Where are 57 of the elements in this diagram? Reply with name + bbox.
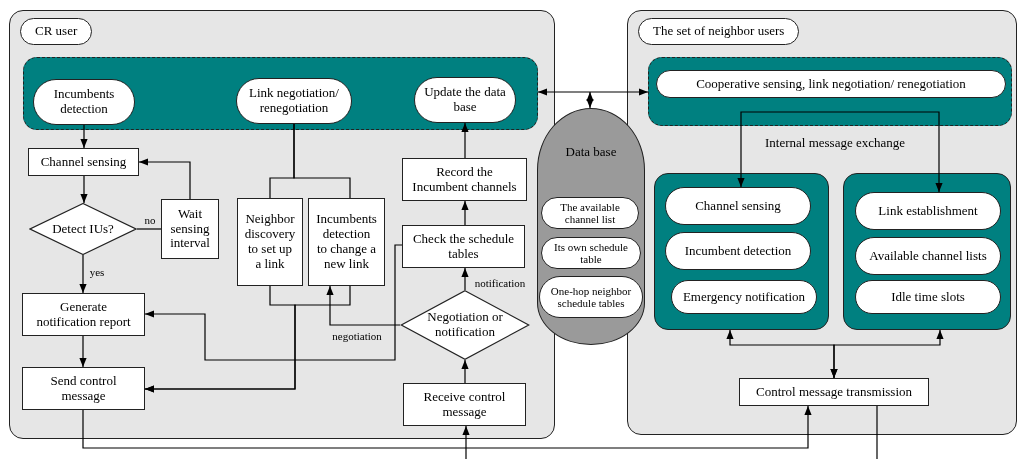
connector-line <box>136 228 162 230</box>
dashed-band <box>648 57 1012 126</box>
terminal-pill: Available channel lists <box>855 237 1001 275</box>
arrow <box>79 254 87 294</box>
note-text: Internal message exchange <box>765 135 905 151</box>
arrow <box>144 244 403 361</box>
arrow <box>79 335 87 368</box>
process-box: Channel sensing <box>28 148 139 176</box>
edge-label: notification <box>473 277 527 289</box>
terminal-pill: Link establishment <box>855 192 1001 230</box>
process-box: Receive control message <box>403 383 526 426</box>
arrow <box>537 88 649 96</box>
arrow <box>586 91 594 109</box>
arrow <box>326 285 401 326</box>
arrow <box>462 425 470 459</box>
record-pill: The available channel list <box>541 197 639 229</box>
process-box: Generate notification report <box>22 293 145 336</box>
terminal-pill: Update the data base <box>414 77 516 123</box>
terminal-pill: Incumbent detection <box>665 232 811 270</box>
process-box: Record the Incumbent channels <box>402 158 527 201</box>
terminal-pill: Link negotiation/ renegotiation <box>236 78 352 124</box>
process-box: Send control message <box>22 367 145 410</box>
connector-line <box>293 123 351 199</box>
arrow <box>461 267 469 291</box>
arrow <box>845 111 943 193</box>
dashed-band <box>23 57 538 130</box>
process-box: Neighbor discovery to set up a link <box>237 198 303 286</box>
process-box: Incumbents detection to change a new link <box>308 198 385 286</box>
panel-title: CR user <box>20 18 93 45</box>
arrow <box>461 122 469 159</box>
group-panel <box>654 173 829 330</box>
connector-line <box>876 405 878 459</box>
terminal-pill: Cooperative sensing, link negotiation/ renegotiation <box>656 70 1006 98</box>
arrow <box>144 285 351 393</box>
arrow <box>80 124 88 149</box>
decision-diamond: Negotiation or notification <box>400 290 530 360</box>
terminal-pill: Idle time slots <box>855 280 1001 314</box>
record-pill: Its own schedule table <box>541 237 641 269</box>
process-box: Wait sensing interval <box>161 199 219 259</box>
arrow <box>82 405 812 449</box>
terminal-pill: Incumbents detection <box>33 79 135 125</box>
terminal-pill: Channel sensing <box>665 187 811 225</box>
panel-title: The set of neighbor users <box>638 18 800 45</box>
arrow <box>461 200 469 226</box>
group-panel <box>843 173 1011 330</box>
process-box: Control message transmission <box>739 378 929 406</box>
terminal-pill: Emergency notification <box>671 280 817 314</box>
arrow <box>830 329 944 379</box>
arrow <box>138 158 191 200</box>
arrow <box>80 175 88 204</box>
database-title: Data base <box>564 145 618 160</box>
decision-diamond: Detect IUs? <box>29 203 137 255</box>
edge-label: negotiation <box>331 330 383 342</box>
arrow <box>461 359 469 384</box>
record-pill: One-hop neighbor schedule tables <box>539 276 643 318</box>
process-box: Check the schedule tables <box>402 225 525 268</box>
arrow <box>737 111 847 188</box>
